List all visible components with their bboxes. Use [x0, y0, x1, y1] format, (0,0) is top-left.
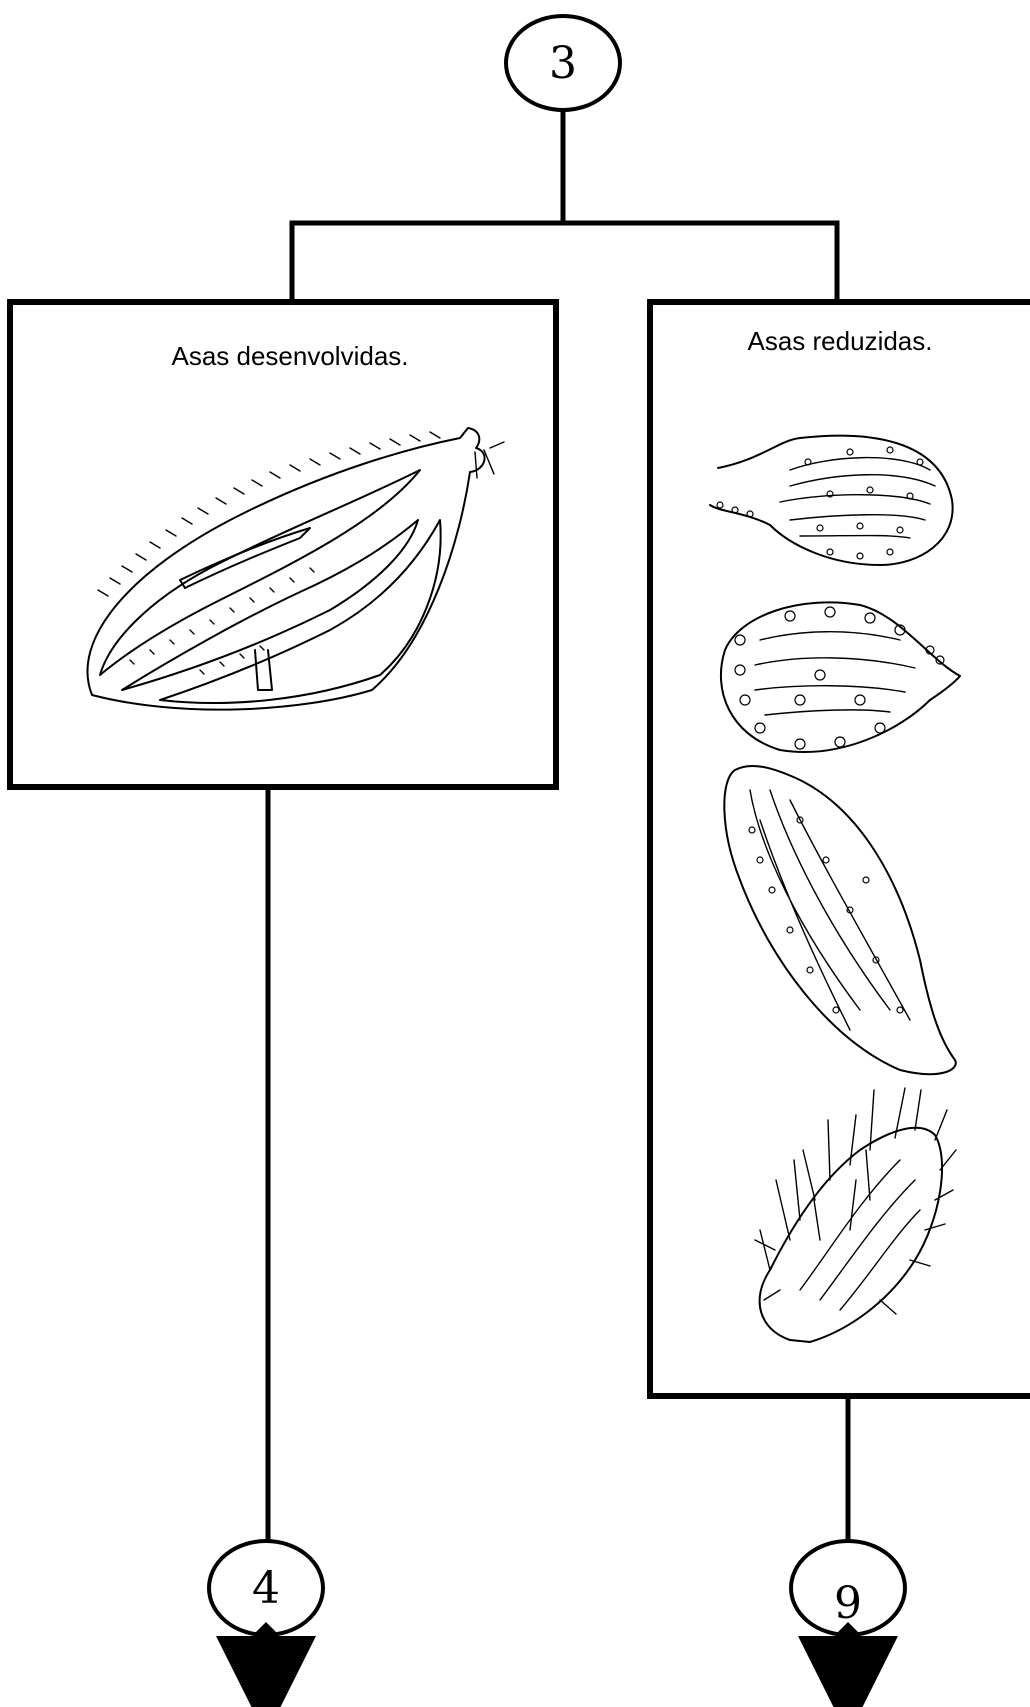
node-3[interactable]: 3 — [506, 16, 620, 110]
box-asas-reduzidas: Asas reduzidas. — [650, 302, 1030, 1396]
node-9[interactable]: 9 — [791, 1541, 905, 1686]
caption-asas-desenvolvidas: Asas desenvolvidas. — [171, 341, 408, 371]
box-asas-desenvolvidas: Asas desenvolvidas. — [10, 302, 556, 787]
node-3-label: 3 — [549, 38, 577, 89]
node-9-label: 9 — [834, 1578, 862, 1629]
node-4-label: 4 — [252, 1563, 280, 1614]
node-4[interactable]: 4 — [209, 1541, 323, 1686]
connector-split — [292, 223, 837, 302]
caption-asas-reduzidas: Asas reduzidas. — [748, 326, 933, 356]
